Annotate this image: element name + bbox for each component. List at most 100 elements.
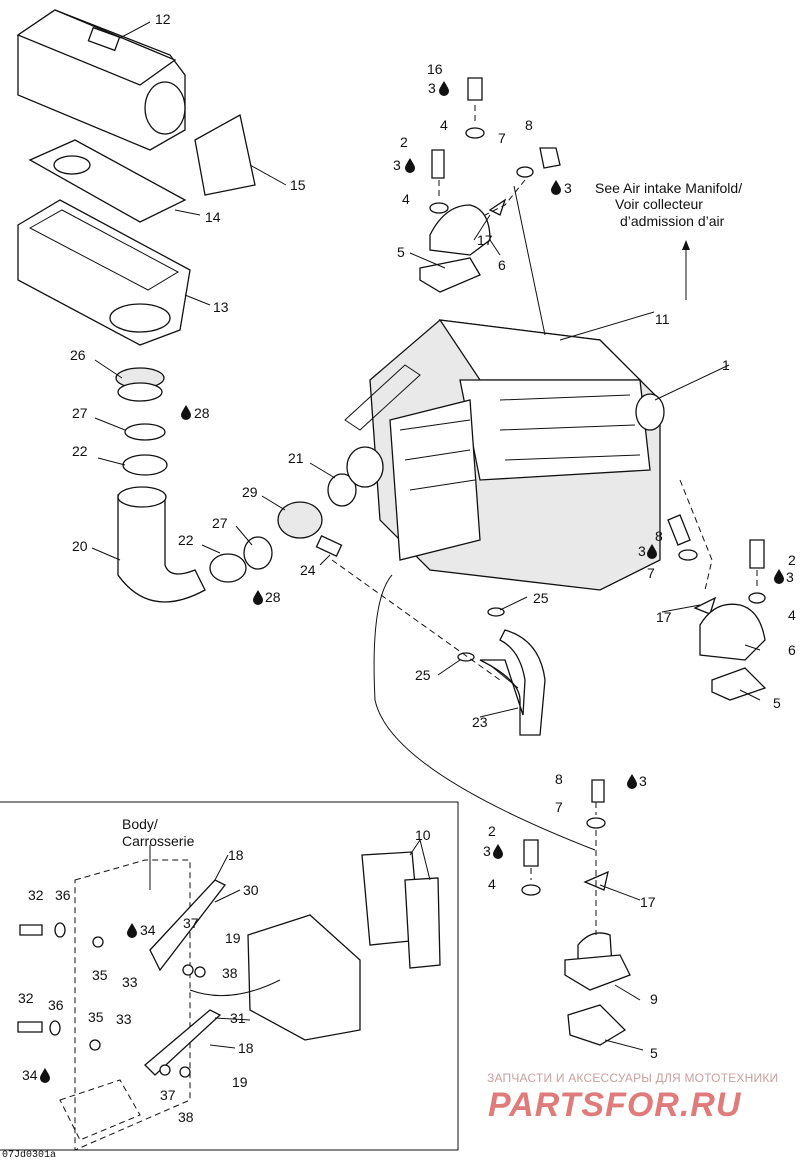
callout-27b: 27	[212, 515, 228, 531]
callout-34b: 34	[22, 1067, 38, 1083]
callout-36a: 36	[55, 887, 71, 903]
air-box-lower	[17, 199, 191, 346]
callout-3g: 3	[483, 843, 491, 859]
callout-labels: 12 15 14 13 26 27 28 22 20 22 27 28 29 2…	[18, 11, 796, 1125]
callout-5a: 5	[397, 244, 405, 260]
callout-3d: 3	[638, 543, 646, 559]
callout-6b: 6	[788, 642, 796, 658]
callout-37a: 37	[183, 915, 199, 931]
motor-mount-right	[667, 514, 767, 701]
oil-drop-icon	[253, 590, 263, 605]
callout-1: 1	[722, 357, 730, 373]
oil-drop-icon	[627, 774, 637, 789]
callout-7b: 7	[647, 565, 655, 581]
callout-27a: 27	[72, 405, 88, 421]
callout-28a: 28	[194, 405, 210, 421]
callout-10: 10	[415, 827, 431, 843]
callout-4b: 4	[402, 191, 410, 207]
callout-14: 14	[205, 209, 221, 225]
oil-drop-icon	[40, 1068, 50, 1083]
callout-31: 31	[230, 1010, 246, 1026]
callout-5b: 5	[773, 695, 781, 711]
callout-25a: 25	[533, 590, 549, 606]
oil-drop-icon	[439, 81, 449, 96]
oil-drop-icon	[774, 569, 784, 584]
callout-28b: 28	[265, 589, 281, 605]
callout-2b: 2	[788, 552, 796, 568]
callout-17b: 17	[656, 609, 672, 625]
callout-38b: 38	[178, 1109, 194, 1125]
callout-17a: 17	[477, 232, 493, 248]
callout-20: 20	[72, 538, 88, 554]
callout-3a: 3	[428, 80, 436, 96]
motor-mount-rear	[521, 779, 631, 1046]
callout-17c: 17	[640, 894, 656, 910]
callout-22a: 22	[72, 443, 88, 459]
callout-21: 21	[288, 450, 304, 466]
oil-drop-icon	[127, 923, 137, 938]
callout-19a: 19	[225, 930, 241, 946]
callout-9: 9	[650, 991, 658, 1007]
callout-29: 29	[242, 484, 258, 500]
intake-hose-assembly	[115, 367, 357, 603]
callout-5c: 5	[650, 1045, 658, 1061]
callout-34a: 34	[140, 922, 156, 938]
callout-2c: 2	[488, 823, 496, 839]
callout-3b: 3	[393, 157, 401, 173]
watermark-logo: PARTSFOR.RU	[488, 1086, 742, 1124]
inset-body-mount	[0, 801, 459, 1151]
manifold-note-line1: See Air intake Manifold/	[595, 180, 742, 196]
manifold-note-line3: d’admission d’air	[620, 213, 725, 229]
callout-3e: 3	[786, 569, 794, 585]
air-silencer-cover	[16, 9, 256, 196]
callout-8b: 8	[655, 528, 663, 544]
callout-18a: 18	[228, 847, 244, 863]
callout-26: 26	[70, 347, 86, 363]
callout-35b: 35	[88, 1009, 104, 1025]
diagram-code: 07Jd0301a	[2, 1150, 57, 1161]
callout-8a: 8	[525, 117, 533, 133]
callout-11: 11	[655, 311, 670, 327]
oil-drop-icon	[181, 405, 191, 420]
callout-32b: 32	[18, 990, 34, 1006]
callout-7a: 7	[498, 130, 506, 146]
manifold-note-line2: Voir collecteur	[615, 196, 703, 212]
callout-8c: 8	[555, 771, 563, 787]
body-note-line1: Body/	[122, 816, 158, 832]
oil-drop-icon	[551, 180, 561, 195]
callout-32a: 32	[28, 887, 44, 903]
callout-33b: 33	[116, 1011, 132, 1027]
callout-23: 23	[472, 714, 488, 730]
callout-38a: 38	[222, 965, 238, 981]
callout-24: 24	[300, 562, 316, 578]
air-box-gasket	[28, 139, 187, 223]
callout-4a: 4	[440, 117, 448, 133]
callout-18b: 18	[238, 1040, 254, 1056]
callout-4d: 4	[488, 876, 496, 892]
callout-3c: 3	[564, 180, 572, 196]
callout-6a: 6	[498, 257, 506, 273]
callout-25b: 25	[415, 667, 431, 683]
callout-16: 16	[427, 61, 443, 77]
motor-mount-top	[419, 77, 561, 293]
callout-4c: 4	[788, 607, 796, 623]
callout-22b: 22	[178, 532, 194, 548]
leader-lines	[91, 21, 761, 1051]
callout-19b: 19	[232, 1074, 248, 1090]
callout-37b: 37	[160, 1087, 176, 1103]
callout-36b: 36	[48, 997, 64, 1013]
oil-drop-icon	[405, 158, 415, 173]
callout-12: 12	[155, 11, 171, 27]
callout-15: 15	[290, 177, 306, 193]
callout-3f: 3	[639, 773, 647, 789]
watermark-tagline: ЗАПЧАСТИ И АКСЕССУАРЫ ДЛЯ МОТОТЕХНИКИ	[487, 1071, 779, 1085]
oil-drop-icon	[493, 844, 503, 859]
callout-7c: 7	[555, 799, 563, 815]
callout-30: 30	[243, 882, 259, 898]
callout-2a: 2	[400, 134, 408, 150]
callout-13: 13	[213, 299, 229, 315]
engine-block	[344, 319, 665, 591]
body-note-line2: Carrosserie	[122, 833, 195, 849]
callout-35a: 35	[92, 967, 108, 983]
